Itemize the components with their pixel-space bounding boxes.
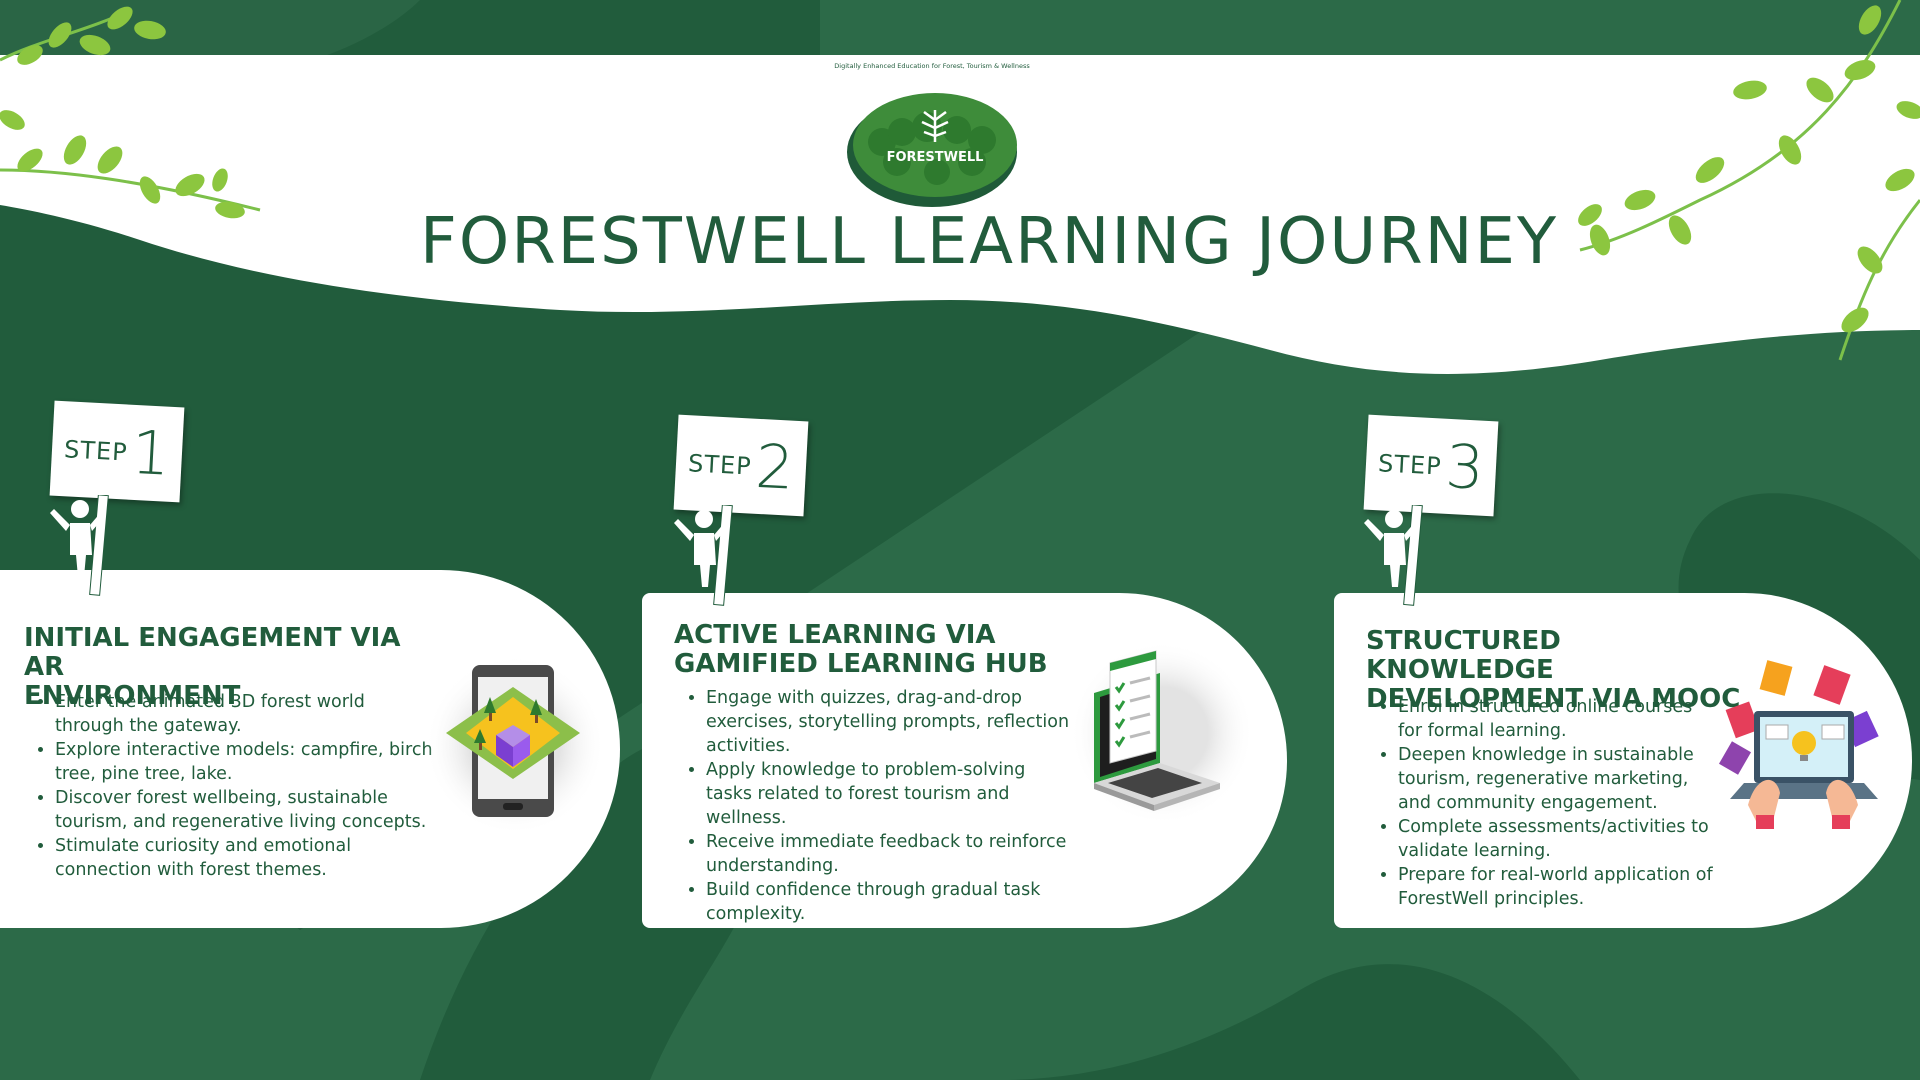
online-course-laptop-icon	[1718, 660, 1879, 829]
list-item: Discover forest wellbeing, sustainable t…	[55, 786, 437, 834]
list-item: Deepen knowledge in sustainable tourism,…	[1398, 743, 1718, 815]
list-item: Engage with quizzes, drag-and-drop exerc…	[706, 686, 1076, 758]
ar-smartphone-icon	[425, 655, 600, 835]
list-item: Complete assessments/activities to valid…	[1398, 815, 1718, 863]
list-item: Stimulate curiosity and emotional connec…	[55, 834, 437, 882]
list-item: Prepare for real-world application of Fo…	[1398, 863, 1718, 911]
list-item: Receive immediate feedback to reinforce …	[706, 830, 1076, 878]
list-item: Enter the animated 3D forest world throu…	[55, 690, 437, 738]
logo-tagline: Digitally Enhanced Education for Forest,…	[834, 62, 1030, 70]
laptop-checklist-icon	[1070, 641, 1252, 823]
list-item: Explore interactive models: campfire, bi…	[55, 738, 437, 786]
step-1-bullets: Enter the animated 3D forest world throu…	[23, 690, 437, 882]
page-title: FORESTWELL LEARNING JOURNEY	[420, 205, 1559, 279]
list-item: Build confidence through gradual task co…	[706, 878, 1076, 926]
step-2-person-icon	[674, 505, 733, 606]
list-item: Enrol in structured online courses for f…	[1398, 695, 1718, 743]
step-3-bullets: Enrol in structured online courses for f…	[1366, 695, 1718, 911]
step-2-bullets: Engage with quizzes, drag-and-drop exerc…	[674, 686, 1076, 926]
vine-leaves-left-decoration	[0, 6, 261, 219]
step-3-person-icon	[1364, 505, 1423, 606]
vine-leaves-right-decoration	[1578, 0, 1920, 361]
step-1-person-icon	[50, 495, 109, 596]
forestwell-logo: FORESTWELL Digitally Enhanced Education …	[832, 62, 1032, 212]
logo-text: FORESTWELL	[886, 150, 984, 165]
list-item: Apply knowledge to problem-solving tasks…	[706, 758, 1076, 830]
